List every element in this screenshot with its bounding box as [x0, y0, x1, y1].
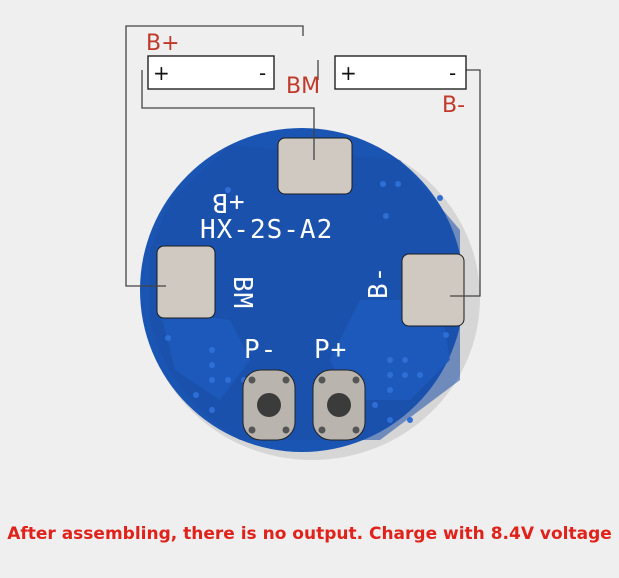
output-pad-p-plus: [312, 369, 366, 441]
cell-left-minus: -: [259, 61, 266, 85]
board-p-minus-label: P-: [244, 335, 277, 365]
label-bm: BM: [286, 74, 320, 99]
wires: [125, 25, 481, 297]
cell-right: [334, 55, 467, 90]
label-b-minus: B-: [442, 93, 465, 118]
label-b-plus: B+: [146, 31, 180, 56]
cell-right-minus: -: [449, 61, 456, 85]
board-model-label: HX-2S-A2: [200, 215, 333, 245]
output-pad-p-minus: [242, 369, 296, 441]
pad-b-minus: [401, 253, 465, 327]
cell-left: [147, 55, 275, 90]
board-pad-bm-label: BM: [227, 276, 257, 309]
cell-right-plus: +: [340, 61, 357, 85]
pad-bm: [156, 245, 216, 319]
board-pad-b-minus-label: B-: [364, 266, 394, 299]
cell-left-plus: +: [153, 61, 170, 85]
caption-text: After assembling, there is no output. Ch…: [7, 524, 612, 544]
board-pad-b-plus-label: +B: [211, 187, 244, 217]
pad-b-plus: [277, 137, 353, 195]
board-p-plus-label: P+: [314, 335, 347, 365]
